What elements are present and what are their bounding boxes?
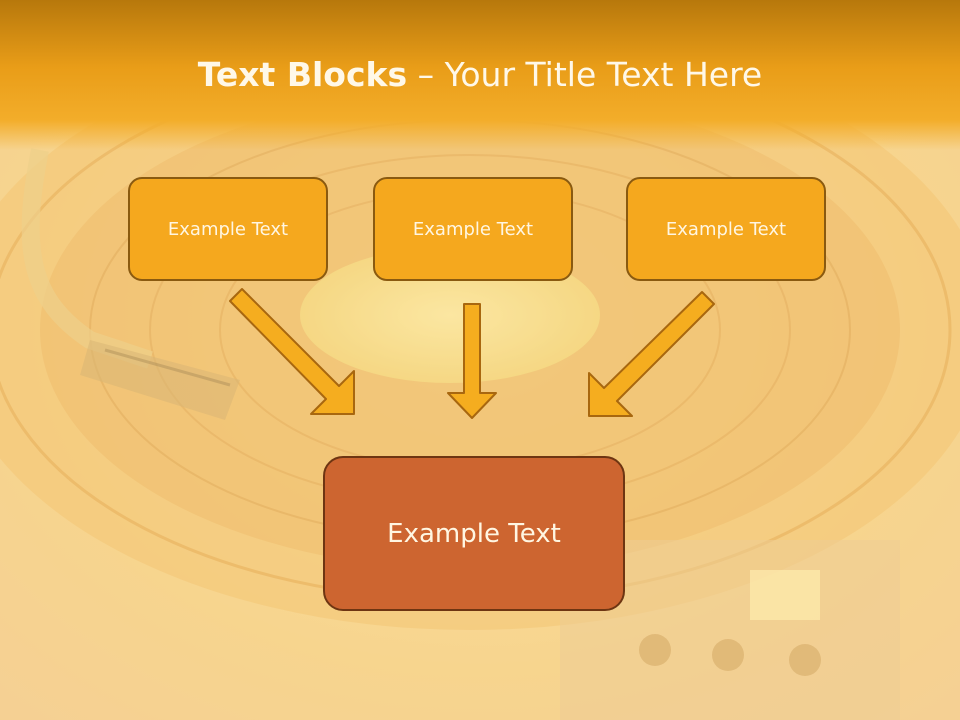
title-bold-part: Text Blocks <box>197 55 408 94</box>
title-rest-part: – Your Title Text Here <box>407 55 763 94</box>
title-band <box>0 0 960 150</box>
text-block-left[interactable]: Example Text <box>128 177 328 281</box>
text-block-right[interactable]: Example Text <box>626 177 826 281</box>
text-block-bottom[interactable]: Example Text <box>323 456 625 611</box>
text-block-middle[interactable]: Example Text <box>373 177 573 281</box>
slide-title: Text Blocks – Your Title Text Here <box>0 52 960 98</box>
